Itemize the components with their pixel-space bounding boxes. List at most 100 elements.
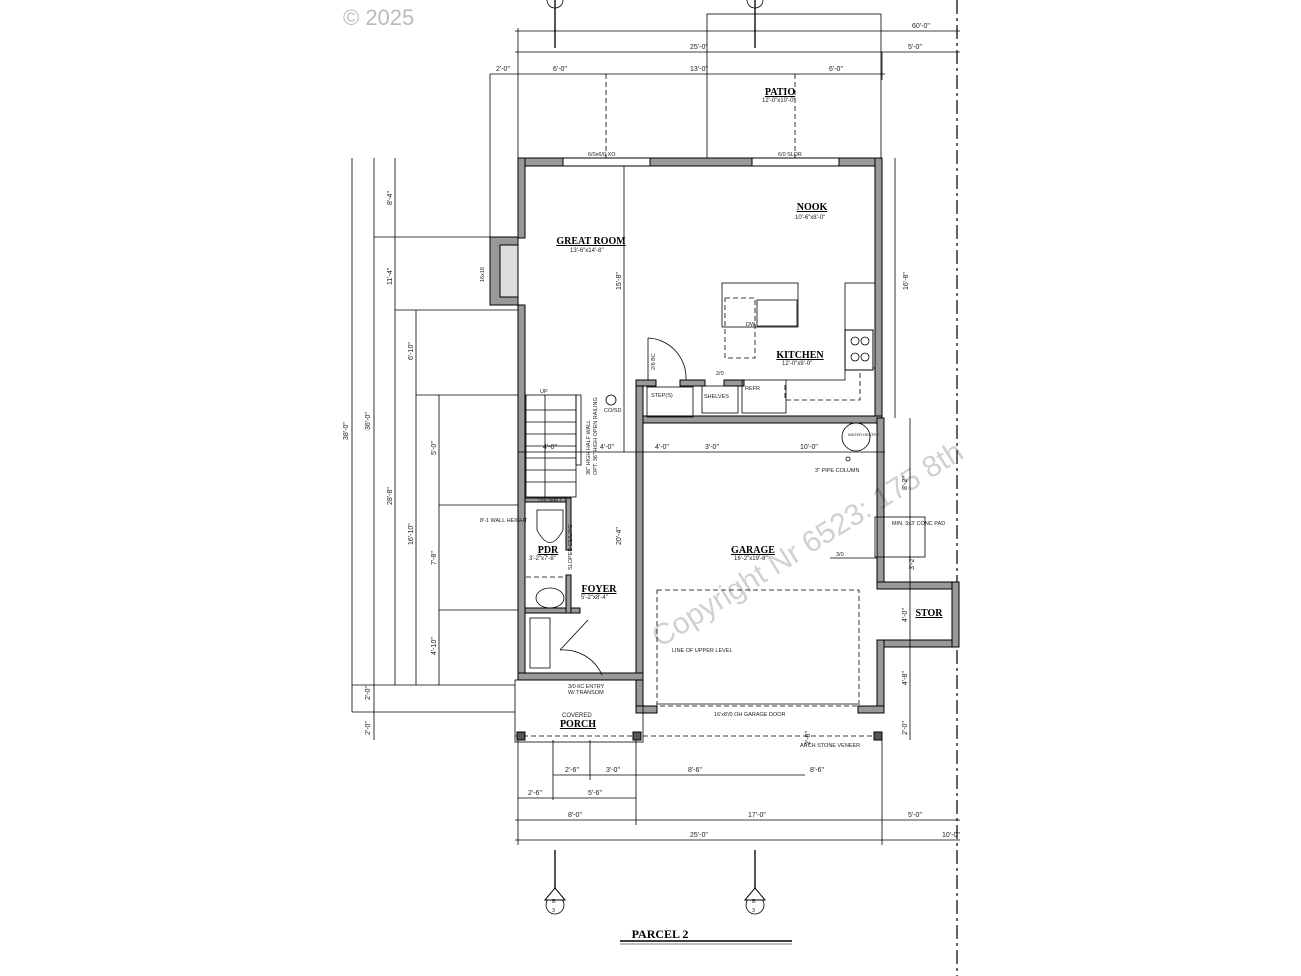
room-size-pdr: 3'-2"x7'-8" — [529, 556, 556, 562]
room-label-kitchen: KITCHEN — [776, 350, 824, 361]
svg-text:3: 3 — [752, 908, 755, 914]
svg-text:11'-4": 11'-4" — [387, 267, 394, 285]
svg-text:60'-0": 60'-0" — [912, 23, 930, 30]
svg-text:4'-0": 4'-0" — [655, 444, 669, 451]
svg-text:2/6 BC: 2/6 BC — [651, 353, 657, 370]
dimensions-left: 38'-0" 36'-0" 28'-8" 16'-10" 8'-4" 11'-4… — [343, 158, 525, 740]
room-label-stor: STOR — [915, 608, 943, 619]
svg-text:4'-0": 4'-0" — [600, 444, 614, 451]
svg-text:2'-6": 2'-6" — [565, 767, 579, 774]
svg-text:5'-0": 5'-0" — [908, 44, 922, 51]
svg-text:36'-0": 36'-0" — [365, 412, 372, 430]
svg-text:25'-0": 25'-0" — [690, 832, 708, 839]
entry-note: 3/0 6C ENTRY — [568, 684, 605, 690]
svg-text:4'-0": 4'-0" — [543, 444, 557, 451]
svg-text:6'-10": 6'-10" — [408, 342, 415, 360]
sliding-door — [751, 157, 840, 167]
svg-text:6'-0": 6'-0" — [553, 66, 567, 73]
room-label-pdr: PDR — [538, 545, 559, 556]
svg-text:8'-6": 8'-6" — [810, 767, 824, 774]
kitchen-fixtures: DW REFR SHELVES 2/0 STEP(S) 2/6 BC — [646, 282, 876, 418]
svg-text:B: B — [552, 899, 556, 905]
svg-text:3'-2": 3'-2" — [909, 556, 916, 570]
slider-note: 6/0 SLDR — [778, 152, 802, 158]
room-label-nook: NOOK — [797, 202, 828, 213]
stone-note: ARCH STONE VENEER — [800, 743, 860, 749]
svg-text:4'-0": 4'-0" — [902, 608, 909, 622]
svg-text:REFR: REFR — [745, 386, 760, 392]
room-size-kitchen: 12'-0"x9'-0" — [782, 361, 812, 367]
svg-text:2'-6": 2'-6" — [528, 790, 542, 797]
svg-text:OPT. 36" HIGH OPEN RAILING: OPT. 36" HIGH OPEN RAILING — [593, 397, 599, 475]
svg-text:3: 3 — [552, 908, 555, 914]
porch-covered-label: COVERED — [562, 713, 592, 719]
svg-text:8'-4": 8'-4" — [387, 191, 394, 205]
svg-text:DW: DW — [746, 322, 756, 328]
svg-text:16'-10": 16'-10" — [408, 523, 415, 545]
svg-text:2'-0": 2'-0" — [902, 721, 909, 735]
svg-text:8'-6": 8'-6" — [688, 767, 702, 774]
svg-text:3'-0": 3'-0" — [606, 767, 620, 774]
svg-text:2x6 WALL: 2x6 WALL — [538, 498, 563, 504]
bath-fixtures: 2x6 WALL SLOPED CEILING 8'-1 WALL HEIGHT — [480, 498, 603, 676]
copyright-mark: © 2025 — [343, 5, 414, 30]
dimensions-top: 60'-0" 25'-0" 5'-0" 2'-0" 6'-0" 13'-0" 6… — [489, 23, 960, 237]
dimensions-right: 16'-8" 8'-2" 3'-2" 4'-0" 4'-8" 2'-0" MIN… — [830, 158, 945, 740]
garage-door-note: 16'x8'/0 OH GARAGE DOOR — [714, 712, 786, 718]
svg-text:8'-1 WALL HEIGHT: 8'-1 WALL HEIGHT — [480, 518, 528, 524]
room-label-porch: PORCH — [560, 719, 596, 730]
svg-text:17'-0": 17'-0" — [748, 812, 766, 819]
svg-text:2'-0": 2'-0" — [496, 66, 510, 73]
svg-text:6'-0": 6'-0" — [829, 66, 843, 73]
svg-text:WATER HEATER: WATER HEATER — [848, 432, 879, 437]
exterior-walls — [517, 157, 960, 714]
svg-text:2'-0": 2'-0" — [365, 721, 372, 735]
svg-text:5'-0": 5'-0" — [908, 812, 922, 819]
room-size-nook: 10'-6"x8'-0" — [795, 215, 825, 221]
svg-text:16'-8": 16'-8" — [903, 272, 910, 290]
room-size-garage: 16'-2"x19'-8" — [734, 556, 768, 562]
svg-text:10'-0": 10'-0" — [800, 444, 818, 451]
stairs: UP 36" HIGH HALF WALL OPT. 36" HIGH OPEN… — [525, 389, 621, 498]
svg-text:13'-0": 13'-0" — [690, 66, 708, 73]
svg-text:5'-0": 5'-0" — [431, 441, 438, 455]
svg-text:38'-0": 38'-0" — [343, 422, 350, 440]
svg-text:2/0: 2/0 — [716, 371, 724, 377]
svg-text:10'-0": 10'-0" — [942, 832, 960, 839]
svg-text:2'-0": 2'-0" — [805, 731, 812, 745]
svg-text:5'-6": 5'-6" — [588, 790, 602, 797]
room-size-patio: 12'-0"x10'-0" — [762, 98, 796, 104]
svg-text:B: B — [752, 899, 756, 905]
svg-text:UP: UP — [540, 389, 548, 395]
room-label-garage: GARAGE — [731, 545, 775, 556]
svg-text:STEP(S): STEP(S) — [651, 393, 673, 399]
upper-level-note: LINE OF UPPER LEVEL — [672, 648, 733, 654]
room-label-great-room: GREAT ROOM — [556, 236, 626, 247]
svg-text:7'-8": 7'-8" — [431, 551, 438, 565]
svg-text:16x16: 16x16 — [480, 267, 486, 282]
transom-note: W/ TRANSOM — [568, 690, 604, 696]
svg-text:3'-0": 3'-0" — [705, 444, 719, 451]
room-label-foyer: FOYER — [582, 584, 618, 595]
dimensions-interior: 4'-0" 4'-0" 4'-0" 3'-0" 10'-0" 15'-8" 20… — [518, 166, 885, 745]
svg-text:3/0: 3/0 — [836, 552, 844, 558]
svg-text:2'-0": 2'-0" — [365, 686, 372, 700]
upper-level-line — [656, 589, 860, 707]
svg-text:4'-10": 4'-10" — [431, 637, 438, 655]
window-note: 6/0x6/0 XO — [588, 152, 616, 158]
room-size-great-room: 13'-6"x14'-8" — [570, 248, 604, 254]
room-size-foyer: 5'-2"x8'-4" — [581, 595, 608, 601]
svg-text:36" HIGH HALF WALL: 36" HIGH HALF WALL — [586, 420, 592, 475]
svg-text:8'-2": 8'-2" — [902, 476, 909, 490]
svg-text:SHELVES: SHELVES — [704, 394, 729, 400]
svg-text:MIN. 3x3' CONC PAD: MIN. 3x3' CONC PAD — [892, 521, 945, 527]
watermark: Copyright Nr 6523: 175 8th — [646, 435, 969, 654]
room-label-patio: PATIO — [765, 87, 795, 98]
svg-text:SLOPED CEILING: SLOPED CEILING — [568, 524, 574, 570]
svg-text:4'-8": 4'-8" — [902, 671, 909, 685]
porch-outline — [514, 679, 644, 743]
svg-text:25'-0": 25'-0" — [690, 44, 708, 51]
svg-text:3" PIPE COLUMN: 3" PIPE COLUMN — [815, 468, 859, 474]
section-markers: B B 3 3 — [543, 0, 767, 915]
